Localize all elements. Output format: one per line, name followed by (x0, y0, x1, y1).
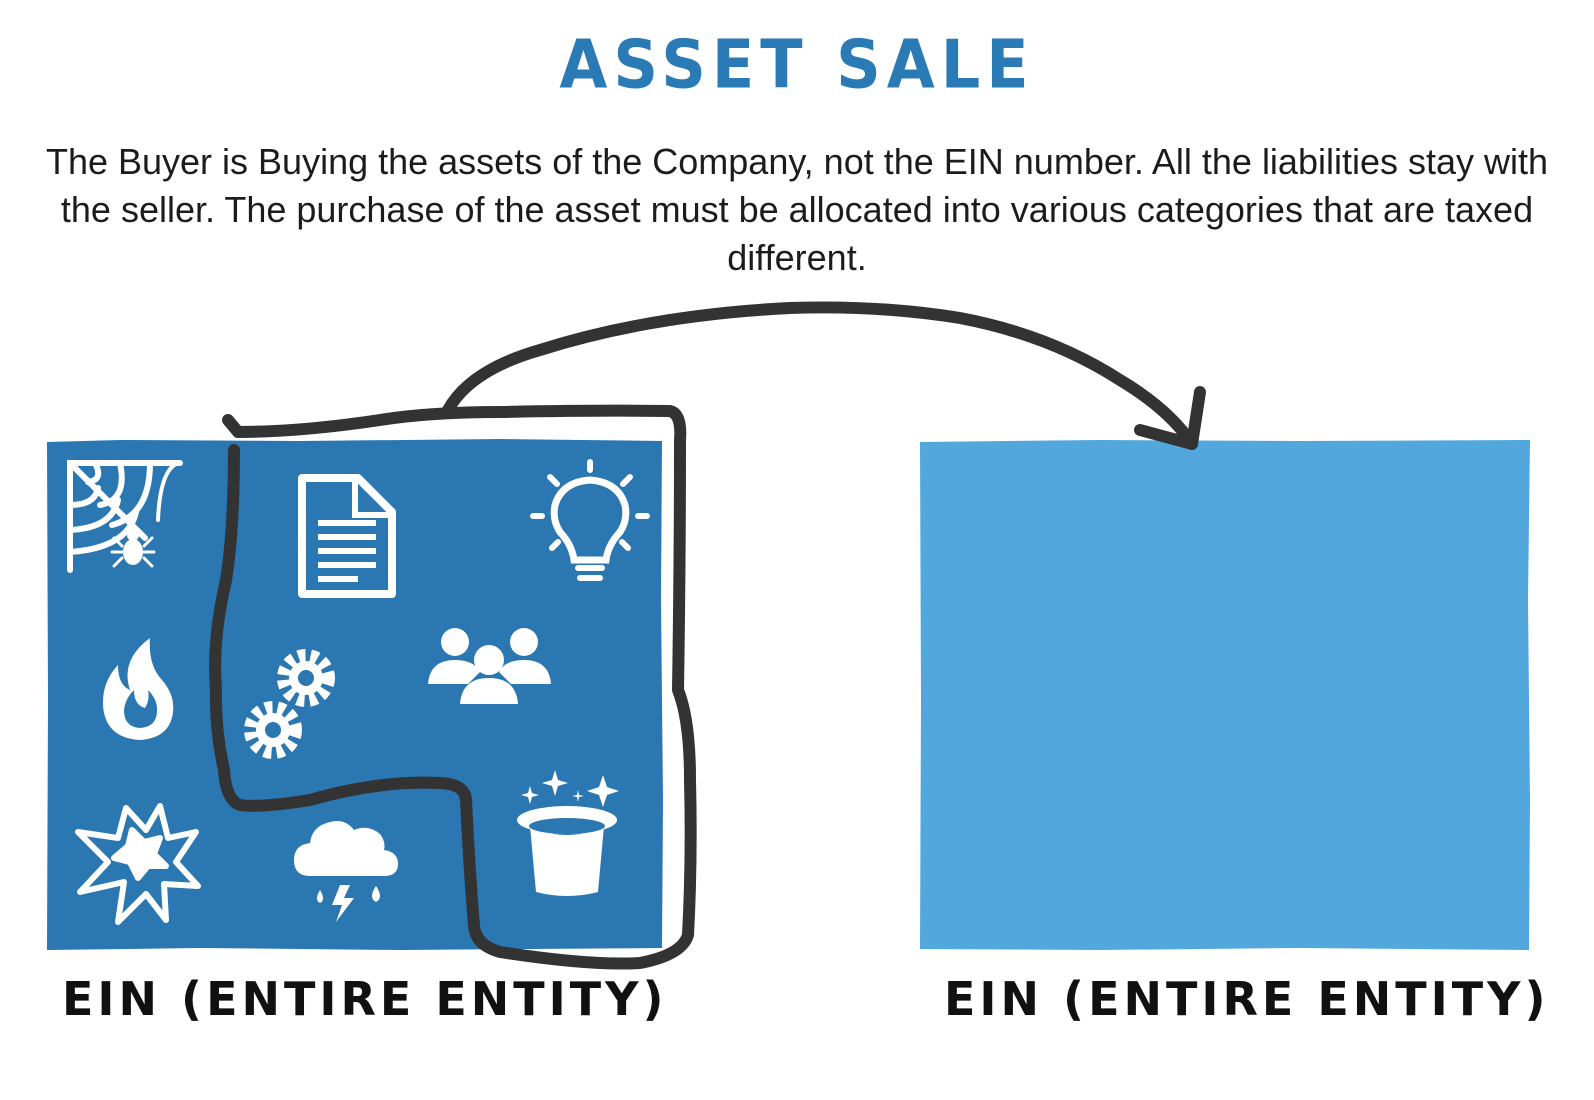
transfer-arrow (442, 301, 1198, 450)
description-text: The Buyer is Buying the assets of the Co… (45, 141, 1549, 278)
fire-icon (102, 638, 174, 740)
spider-web-icon (67, 460, 183, 573)
magic-hat-icon (517, 770, 619, 896)
left-entity-label: EIN (ENTIRE ENTITY) (62, 972, 668, 1026)
right-entity-box (920, 440, 1530, 950)
gears-icon (244, 649, 335, 759)
right-entity-label: EIN (ENTIRE ENTITY) (944, 972, 1550, 1026)
page-title: ASSET SALE (559, 25, 1035, 104)
assets-selection-outline (209, 404, 697, 970)
people-group-icon (428, 628, 551, 704)
left-entity-box (47, 439, 663, 950)
document-icon (298, 474, 396, 598)
arrow-head (1134, 386, 1206, 450)
explosion-icon (75, 803, 201, 925)
lightbulb-icon (530, 459, 650, 581)
storm-cloud-icon (294, 821, 398, 922)
